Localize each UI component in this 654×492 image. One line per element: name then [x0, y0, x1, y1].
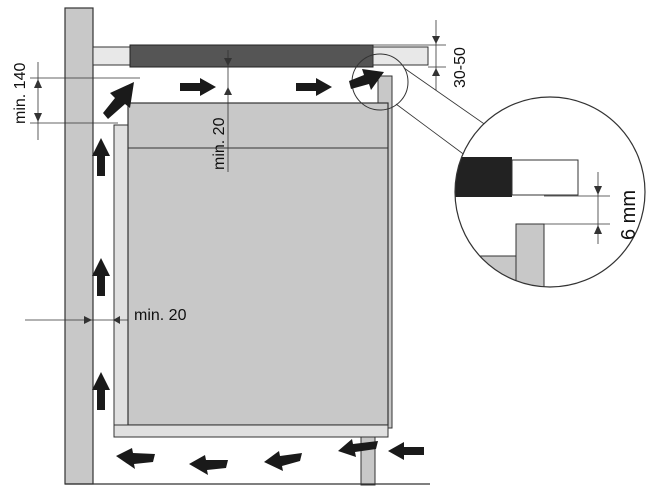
appliance-body — [127, 102, 389, 426]
worktop — [129, 44, 374, 68]
detail-zoom — [454, 96, 646, 288]
label-min20-side: min. 20 — [134, 307, 187, 324]
worktop-right-edge — [372, 46, 429, 66]
label-min140: min. 140 — [12, 63, 29, 124]
left-cabinet-side — [64, 7, 94, 485]
appliance-plinth — [113, 424, 389, 438]
label-6mm: 6 mm — [618, 190, 640, 240]
dimension-min20-side — [25, 316, 128, 324]
arrow-diag-right — [349, 69, 384, 90]
arrow-left-3 — [264, 451, 302, 471]
arrow-up-1 — [92, 372, 110, 410]
arrow-left-2 — [338, 439, 378, 457]
arrow-left-4 — [189, 455, 228, 475]
dimension-min20-top — [224, 50, 232, 172]
arrow-up-2 — [92, 258, 110, 296]
airflow-arrows — [92, 69, 424, 475]
arrow-right-1 — [180, 78, 216, 96]
label-min20-top: min. 20 — [211, 117, 228, 170]
arrow-right-2 — [296, 78, 332, 96]
arrow-left-1 — [388, 442, 424, 460]
detail-connector-upper — [403, 67, 491, 129]
arrow-diag-left — [103, 82, 134, 119]
dimension-min140 — [30, 62, 140, 140]
arrow-up-3 — [92, 138, 110, 176]
arrow-left-5 — [116, 448, 155, 469]
appliance-front-frame — [113, 124, 129, 426]
worktop-left-edge — [92, 46, 131, 66]
dimension-30-50 — [360, 20, 446, 90]
detail-connector-lower — [395, 103, 467, 157]
label-30-50: 30-50 — [452, 47, 469, 88]
